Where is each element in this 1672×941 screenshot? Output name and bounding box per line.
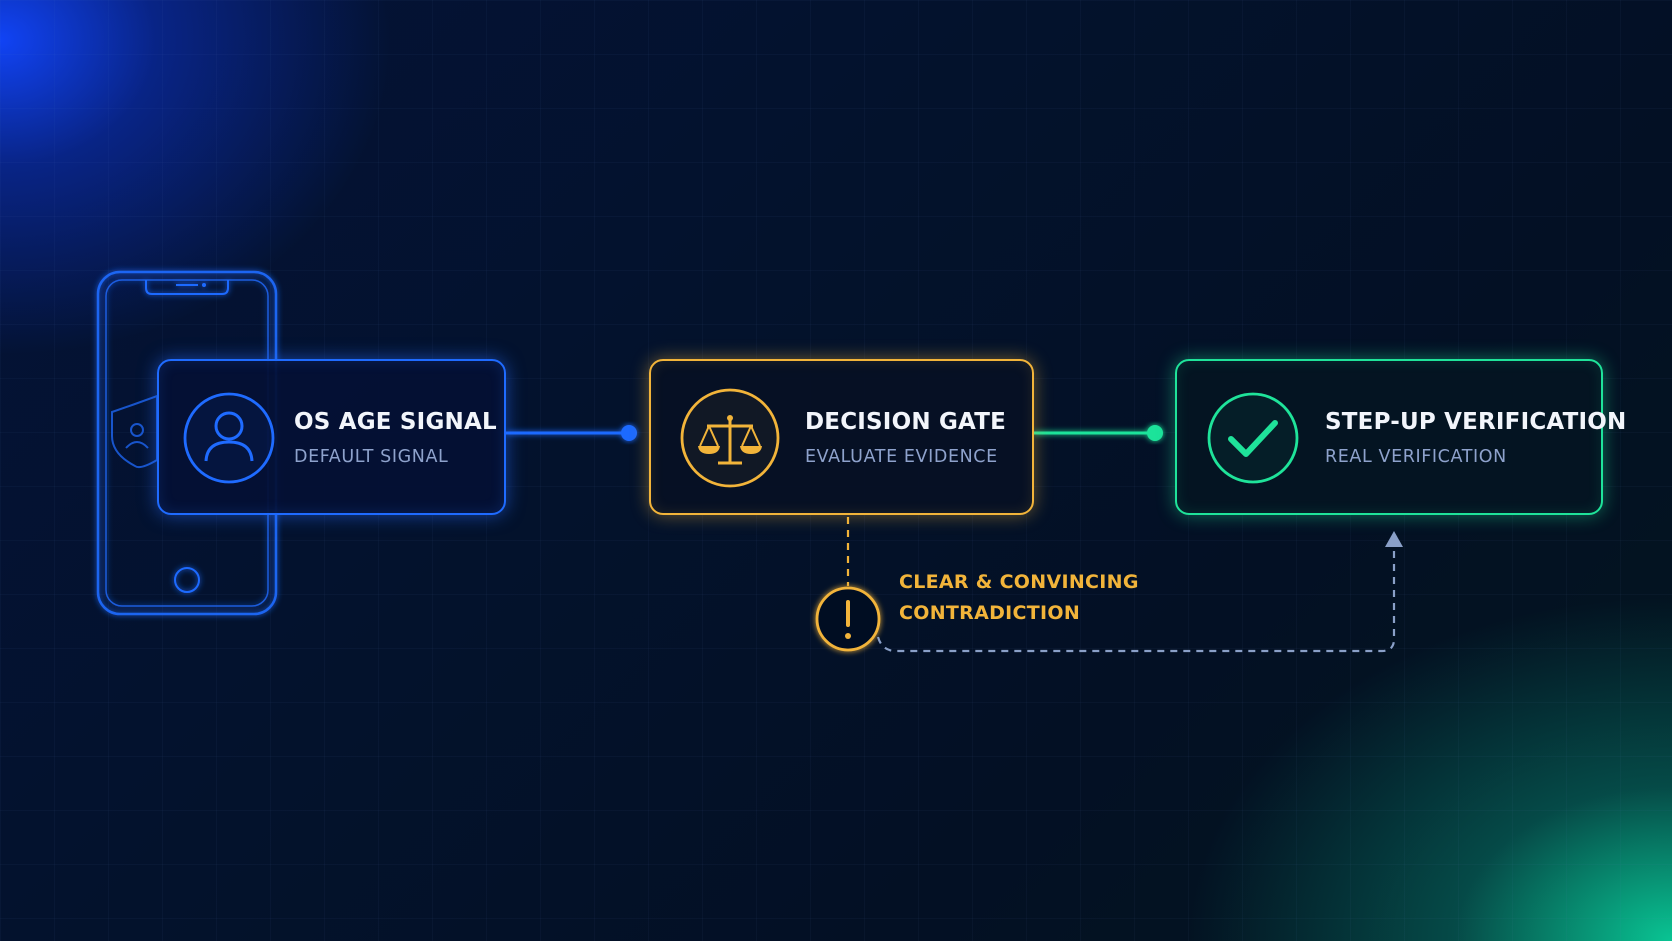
node-os-age-signal: OS AGE SIGNAL DEFAULT SIGNAL: [157, 359, 506, 515]
connector-os-to-gate: [506, 425, 637, 441]
node-subtitle: DEFAULT SIGNAL: [294, 447, 449, 467]
node-subtitle: REAL VERIFICATION: [1325, 447, 1507, 467]
node-title: DECISION GATE: [805, 409, 1007, 435]
branch-return-path: [876, 545, 1396, 653]
user-icon: [183, 392, 275, 484]
connector-gate-to-step: [1034, 425, 1163, 441]
check-icon: [1207, 392, 1299, 484]
node-title: OS AGE SIGNAL: [294, 409, 497, 435]
exclamation-icon: [815, 586, 881, 652]
node-title: STEP-UP VERIFICATION: [1325, 409, 1627, 435]
branch-label-line1: CLEAR & CONVINCING: [899, 571, 1139, 593]
branch-label-line2: CONTRADICTION: [899, 602, 1081, 624]
node-subtitle: EVALUATE EVIDENCE: [805, 447, 998, 467]
branch-label: CLEAR & CONVINCING CONTRADICTION: [899, 567, 1159, 629]
scales-icon: [680, 388, 780, 488]
node-step-up-verification: STEP-UP VERIFICATION REAL VERIFICATION: [1175, 359, 1626, 515]
node-decision-gate: DECISION GATE EVALUATE EVIDENCE: [649, 359, 1034, 515]
branch-arrowhead: [1385, 531, 1403, 547]
shield-user-icon: [111, 394, 158, 469]
